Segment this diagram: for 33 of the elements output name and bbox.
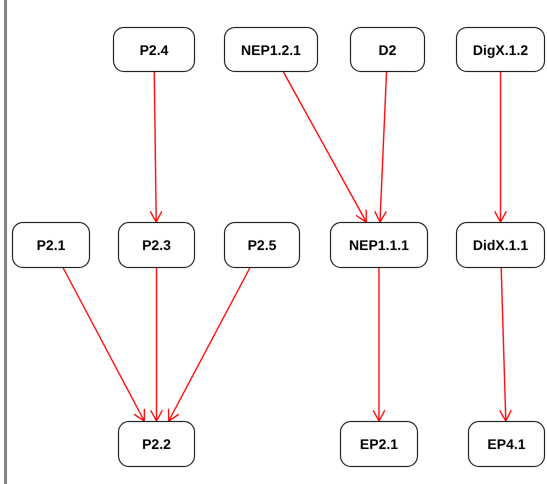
arrow bbox=[374, 72, 388, 223]
process-box bbox=[456, 27, 545, 72]
node-label: D2 bbox=[378, 42, 396, 58]
arrow bbox=[149, 72, 163, 223]
arrow bbox=[494, 72, 508, 223]
arrow bbox=[150, 268, 164, 422]
process-box bbox=[340, 421, 418, 467]
node-label: P2.3 bbox=[142, 237, 171, 253]
process-box bbox=[12, 222, 90, 268]
node-label: EP4.1 bbox=[487, 436, 526, 452]
arrow bbox=[372, 268, 386, 422]
process-box bbox=[118, 421, 195, 467]
process-box bbox=[330, 222, 428, 268]
arrow bbox=[62, 268, 146, 422]
process-box bbox=[468, 421, 545, 467]
node-label: P2.5 bbox=[248, 237, 276, 253]
process-box bbox=[113, 27, 195, 72]
process-box bbox=[456, 222, 545, 268]
arrow bbox=[168, 268, 250, 422]
node-label: P2.4 bbox=[140, 42, 168, 58]
node-label: NEP1.2.1 bbox=[241, 42, 301, 58]
arrow bbox=[282, 72, 367, 223]
node-label: DigX.1.2 bbox=[472, 42, 528, 58]
node-label: DidX.1.1 bbox=[472, 237, 528, 253]
process-box bbox=[224, 27, 318, 72]
node-label: P2.2 bbox=[142, 436, 171, 452]
node-label: NEP1.1.1 bbox=[349, 237, 409, 253]
arrow bbox=[498, 268, 512, 422]
node-label: EP2.1 bbox=[360, 436, 398, 452]
process-box bbox=[118, 222, 195, 268]
process-box bbox=[224, 222, 300, 268]
process-box bbox=[350, 27, 425, 72]
node-label: P2.1 bbox=[36, 237, 66, 253]
